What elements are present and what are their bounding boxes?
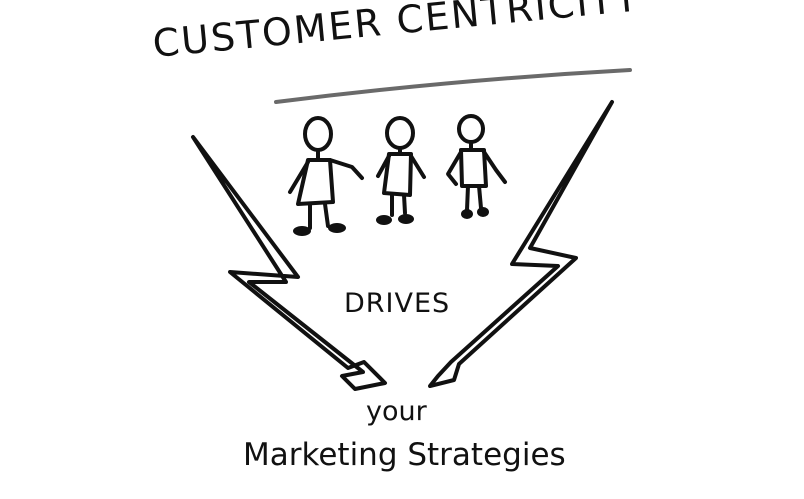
stick-figure-icon [446, 114, 507, 219]
left-lightning-arrow-icon [191, 135, 387, 391]
stick-figure-icon [288, 116, 364, 236]
stick-figure-icon [376, 116, 426, 225]
right-lightning-arrow-icon [428, 100, 614, 388]
marketing-strategies-label: Marketing Strategies [243, 437, 566, 473]
your-label: your [366, 396, 427, 427]
drives-label: DRIVES [344, 288, 451, 319]
title-underline [274, 68, 632, 104]
